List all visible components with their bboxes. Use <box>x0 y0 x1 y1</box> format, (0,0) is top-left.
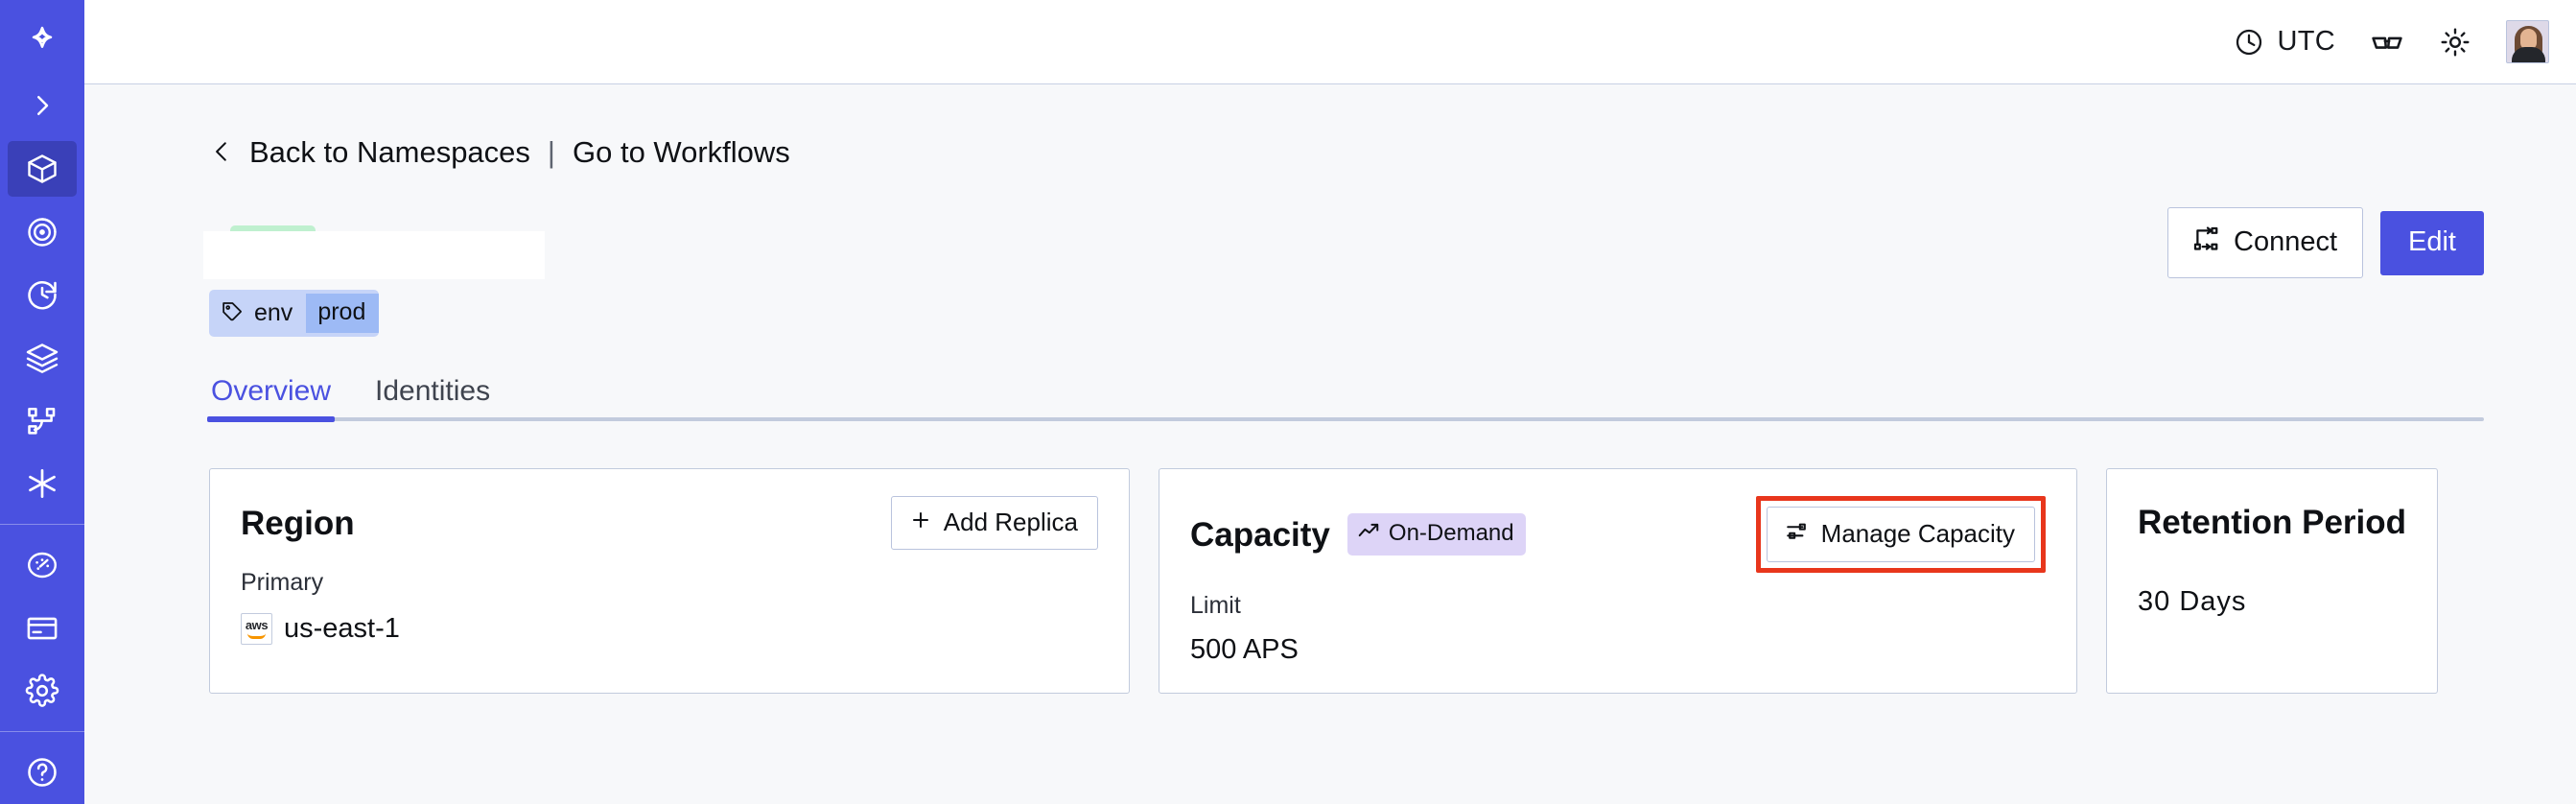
breadcrumb: Back to Namespaces | Go to Workflows <box>209 136 2484 167</box>
clock-icon <box>2234 27 2264 58</box>
region-name: us-east-1 <box>284 613 400 644</box>
capacity-card-header: Capacity On-Demand <box>1190 496 2046 573</box>
manage-capacity-highlight: Manage Capacity <box>1755 496 2046 573</box>
on-demand-label: On-Demand <box>1388 520 1514 546</box>
tag-key: env <box>254 298 293 326</box>
region-primary-label: Primary <box>241 569 324 596</box>
on-demand-badge: On-Demand <box>1347 513 1526 556</box>
region-card-title: Region <box>241 504 355 542</box>
redaction-overlay <box>203 231 545 279</box>
aws-swoosh <box>247 633 266 639</box>
plus-icon <box>909 508 932 535</box>
top-bar-actions: UTC <box>2234 20 2549 63</box>
breadcrumb-back-link[interactable]: Back to Namespaces <box>249 134 530 169</box>
namespace-header: Active <box>203 207 2484 279</box>
connect-label: Connect <box>2234 225 2338 257</box>
sidebar-item-help[interactable] <box>0 741 84 804</box>
edit-button[interactable]: Edit <box>2380 210 2484 275</box>
capacity-limit-label: Limit <box>1190 592 1241 619</box>
add-replica-label: Add Replica <box>943 508 1078 536</box>
breadcrumb-workflows-link[interactable]: Go to Workflows <box>572 134 790 169</box>
region-card: Region Add Replica <box>209 468 1130 694</box>
sidebar-item-namespaces[interactable] <box>0 137 84 201</box>
page-content: Back to Namespaces | Go to Workflows Act… <box>84 84 2576 804</box>
sidebar-item-integrations[interactable] <box>0 453 84 516</box>
breadcrumb-separator: | <box>547 134 555 169</box>
namespace-title-block: Active <box>203 225 2167 279</box>
tag-chip[interactable]: env prod <box>209 290 380 337</box>
sidebar-item-usage[interactable] <box>0 533 84 597</box>
main-region: UTC <box>84 0 2576 804</box>
retention-card-header: Retention Period <box>2138 496 2406 548</box>
timezone-selector[interactable]: UTC <box>2234 26 2335 58</box>
expand-nav-icon[interactable] <box>0 74 84 137</box>
tag-value: prod <box>306 294 380 333</box>
sidebar-item-billing[interactable] <box>0 597 84 660</box>
trend-up-icon <box>1357 519 1381 548</box>
avatar-face <box>2520 29 2537 50</box>
region-primary-value: aws us-east-1 <box>241 613 1098 645</box>
connect-icon <box>2191 225 2220 259</box>
sidebar-divider <box>0 524 84 526</box>
chevron-left-icon[interactable] <box>209 136 234 167</box>
overview-cards: Region Add Replica <box>209 468 2484 694</box>
timezone-label: UTC <box>2277 26 2335 57</box>
sidebar-item-workflows[interactable] <box>0 201 84 264</box>
top-bar: UTC <box>84 0 2576 84</box>
retention-card-title: Retention Period <box>2138 503 2407 541</box>
glasses-icon[interactable] <box>2370 25 2404 59</box>
add-replica-button[interactable]: Add Replica <box>890 496 1098 550</box>
user-avatar[interactable] <box>2506 20 2549 63</box>
sidebar-item-nexus[interactable] <box>0 390 84 453</box>
avatar-body <box>2512 47 2545 62</box>
manage-capacity-button[interactable]: Manage Capacity <box>1766 507 2035 562</box>
sidebar-item-settings[interactable] <box>0 660 84 723</box>
aws-logo-text: aws <box>245 618 269 632</box>
retention-value: 30 Days <box>2138 586 2247 617</box>
sidebar-item-schedules[interactable] <box>0 263 84 326</box>
capacity-limit-value: 500 APS <box>1190 634 1299 665</box>
tab-bar: Overview Identities <box>206 375 2484 422</box>
retention-card: Retention Period 30 Days <box>2106 468 2439 694</box>
tab-identities[interactable]: Identities <box>375 375 491 407</box>
sun-icon[interactable] <box>2439 26 2471 59</box>
region-card-header: Region Add Replica <box>241 496 1098 550</box>
tag-icon <box>221 299 245 328</box>
capacity-card: Capacity On-Demand <box>1159 468 2077 694</box>
namespace-tags: env prod <box>209 290 2484 337</box>
sidebar-divider-bottom <box>0 731 84 733</box>
left-sidebar <box>0 0 84 804</box>
capacity-card-title: Capacity <box>1190 515 1330 554</box>
logo-icon[interactable] <box>0 0 84 74</box>
tab-overview[interactable]: Overview <box>206 377 336 422</box>
edit-label: Edit <box>2408 225 2456 257</box>
manage-capacity-label: Manage Capacity <box>1820 519 2015 548</box>
connect-button[interactable]: Connect <box>2167 207 2364 278</box>
namespace-actions: Connect Edit <box>2167 207 2484 278</box>
sliders-icon <box>1785 519 1810 548</box>
aws-logo-icon: aws <box>241 613 272 645</box>
sidebar-item-batch-operations[interactable] <box>0 326 84 390</box>
tab-underline <box>209 417 2484 421</box>
